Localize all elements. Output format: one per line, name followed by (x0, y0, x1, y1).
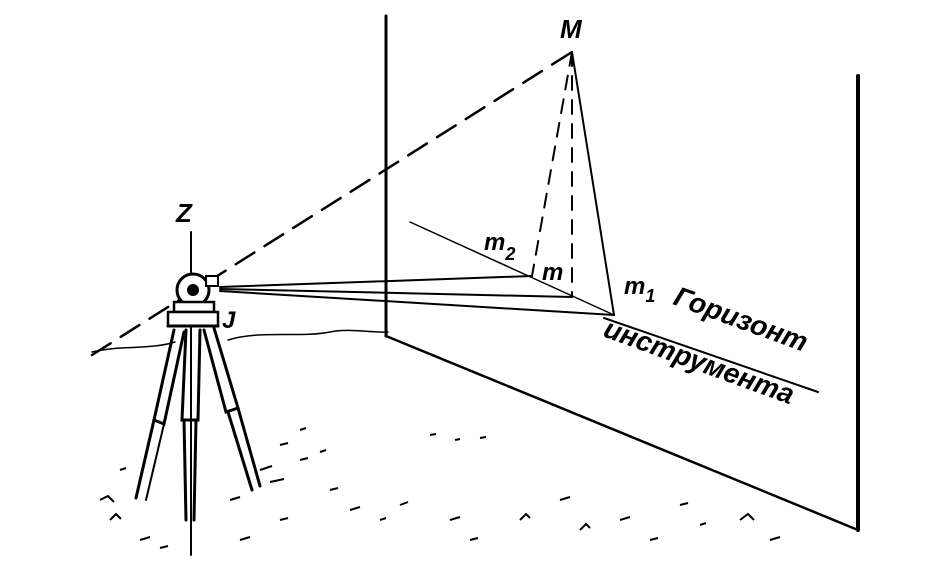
label-J: J (222, 307, 236, 334)
horizon-plane-line-lower (603, 317, 819, 393)
label-m2: m2 (484, 229, 515, 264)
theodolite-instrument (166, 272, 220, 328)
projection-M-to-m2 (531, 51, 573, 277)
horizon-line-to-m (219, 288, 573, 298)
ground-plane-bottom-edge (384, 334, 860, 532)
sight-line-to-M (90, 50, 574, 357)
horizon-line-to-m2 (219, 275, 533, 288)
ground-horizon-line-right (227, 329, 389, 341)
label-M: M (560, 14, 583, 44)
label-Z: Z (175, 198, 193, 228)
horizon-line-to-m1 (219, 290, 615, 316)
horizon-plane-line-upper (409, 221, 615, 316)
label-m1: m1 (624, 273, 655, 306)
tripod (134, 326, 262, 522)
projection-M-to-m1 (571, 51, 615, 316)
label-m: m (542, 259, 563, 286)
ground-texture (99, 427, 781, 549)
